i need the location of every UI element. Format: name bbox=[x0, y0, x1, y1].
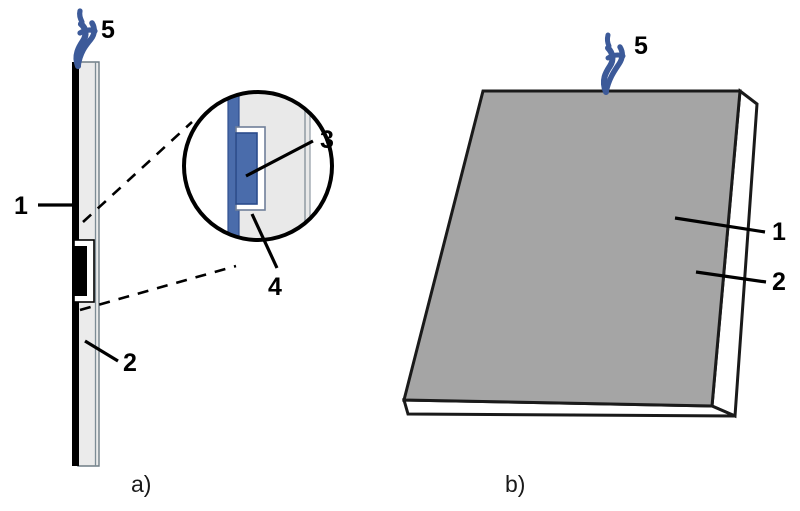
panel-a-side-view: 5 1 2 a) bbox=[14, 8, 151, 497]
callout-1-right-leader bbox=[674, 216, 766, 234]
panel-b-caption: b) bbox=[505, 471, 525, 497]
callout-1-right-label: 1 bbox=[772, 218, 786, 246]
panel-a-caption: a) bbox=[131, 471, 151, 497]
callout-5-right-label: 5 bbox=[634, 32, 648, 60]
callout-4-leader bbox=[250, 213, 279, 269]
thread-loop-right bbox=[600, 32, 626, 95]
magnifier-detail-circle: 3 4 bbox=[182, 90, 334, 301]
magnifier-leader-lower bbox=[79, 264, 237, 312]
magnifier-leader-upper bbox=[82, 121, 193, 223]
callout-2-right-label: 2 bbox=[772, 268, 786, 296]
magnifier-circle-outline bbox=[182, 90, 334, 242]
embedded-element-side bbox=[74, 246, 87, 296]
panel-b-perspective-view: 5 1 2 b) bbox=[402, 32, 786, 497]
magnifier-leader-lines bbox=[79, 121, 237, 312]
callout-2-right-leader bbox=[695, 270, 767, 284]
callout-3-leader bbox=[245, 139, 314, 178]
callout-1-left-label: 1 bbox=[14, 192, 28, 220]
callout-2-left-leader bbox=[84, 339, 119, 363]
slab-top-face bbox=[402, 89, 742, 408]
callout-5-left-label: 5 bbox=[101, 16, 115, 44]
callout-4-label: 4 bbox=[268, 273, 282, 301]
callout-3-label: 3 bbox=[320, 126, 334, 154]
embedded-element-detail bbox=[235, 132, 258, 205]
thread-loop-side bbox=[73, 8, 98, 70]
callout-2-left-label: 2 bbox=[123, 349, 137, 377]
